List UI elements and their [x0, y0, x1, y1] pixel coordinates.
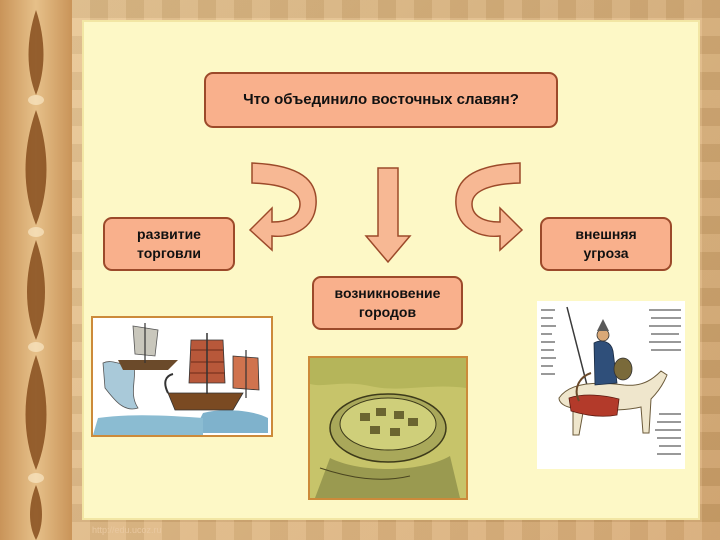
factor-threat-box: внешняя угроза [540, 217, 672, 271]
factor-trade-line2: торговли [137, 245, 201, 261]
factor-threat-line2: угроза [583, 245, 629, 261]
factor-cities-line2: городов [358, 304, 417, 320]
ornament-pattern [25, 10, 47, 540]
fortified-town-illustration [308, 356, 468, 500]
watermark-url: http://edu.ucoz.ru [92, 525, 162, 535]
factor-threat-line1: внешняя [575, 226, 637, 243]
factor-trade-line1: развитие [137, 226, 201, 243]
question-box: Что объединило восточных славян? [204, 72, 558, 128]
factor-cities-box: возникновение городов [312, 276, 463, 330]
ships-illustration [91, 316, 273, 437]
nomad-horseman-illustration [537, 301, 685, 469]
question-text: Что объединило восточных славян? [243, 90, 519, 108]
factor-cities-line1: возникновение [334, 285, 441, 302]
decorative-border [0, 0, 72, 540]
factor-trade-box: развитие торговли [103, 217, 235, 271]
